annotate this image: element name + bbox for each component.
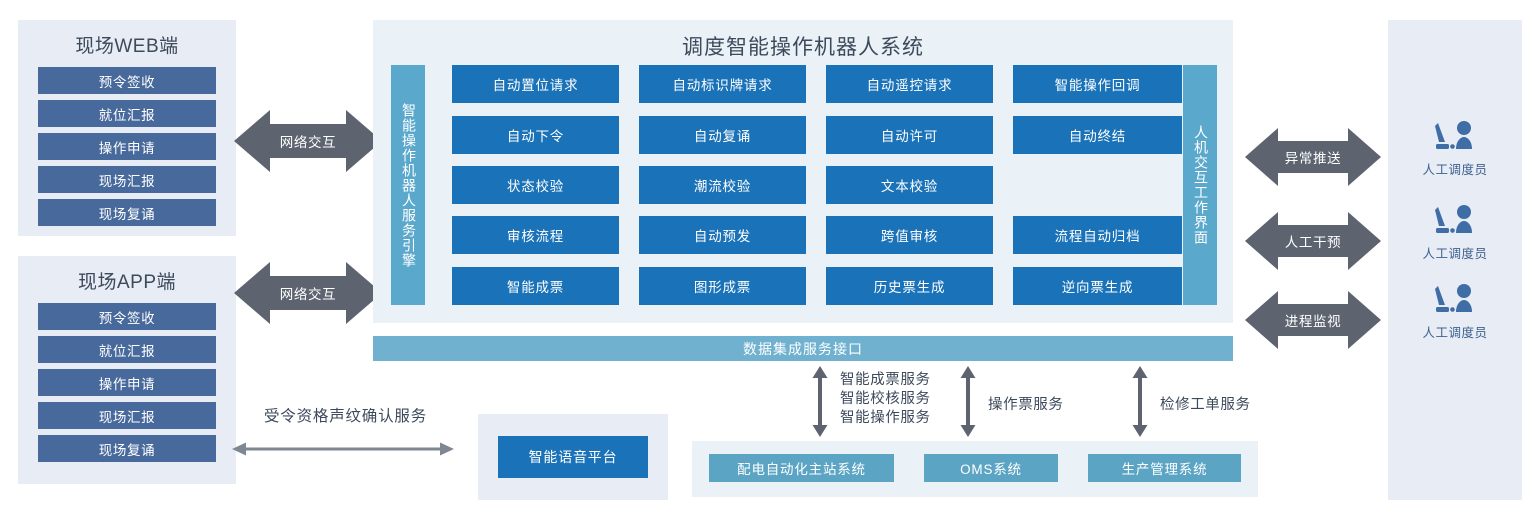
network-interaction-arrow-label: 网络交互 <box>279 287 337 302</box>
capability-row: 自动下令自动复诵自动许可自动终结 <box>452 116 1182 154</box>
client-panel-title: 现场APP端 <box>77 272 177 293</box>
capability-cell[interactable]: 自动置位请求 <box>452 65 619 103</box>
capability-cell[interactable]: 自动复诵 <box>639 116 806 154</box>
network-interaction-arrow-label: 网络交互 <box>279 135 337 150</box>
dispatcher-operator-icon <box>1432 204 1478 241</box>
capability-cell[interactable]: 自动下令 <box>452 116 619 154</box>
capability-cell[interactable]: 图形成票 <box>639 267 806 305</box>
network-interaction-arrow: 网络交互 <box>234 262 382 324</box>
service-link-label: 智能成票服务智能校核服务智能操作服务 <box>840 371 931 428</box>
dispatcher-label: 人工调度员 <box>1422 163 1488 177</box>
client-panel-app: 现场APP端预令签收就位汇报操作申请现场汇报现场复诵 <box>18 256 236 484</box>
client-action-button[interactable]: 操作申请 <box>38 369 216 396</box>
voiceprint-double-arrow <box>232 442 454 456</box>
hmi-interaction-arrow-label: 异常推送 <box>1284 151 1342 166</box>
external-system-box[interactable]: OMS系统 <box>924 454 1058 482</box>
hmi-interaction-arrow: 进程监视 <box>1245 291 1381 349</box>
service-link-line: 智能操作服务 <box>840 409 931 426</box>
service-engine-bar: 智能操作机器人服务引擎 <box>391 65 425 305</box>
dispatcher-label: 人工调度员 <box>1422 247 1488 261</box>
voice-platform-panel: 智能语音平台 <box>478 414 668 500</box>
dispatcher-panel: 人工调度员人工调度员人工调度员 <box>1388 20 1522 500</box>
capability-cell[interactable]: 历史票生成 <box>826 267 993 305</box>
client-action-button[interactable]: 现场汇报 <box>38 402 216 429</box>
capability-row: 智能成票图形成票历史票生成逆向票生成 <box>452 267 1182 305</box>
capability-cell[interactable]: 跨值审核 <box>826 216 993 254</box>
capability-cell[interactable]: 文本校验 <box>826 166 993 204</box>
data-integration-bar: 数据集成服务接口 <box>373 336 1233 361</box>
dispatcher-operator-icon <box>1432 283 1478 320</box>
main-system-panel: 调度智能操作机器人系统 智能操作机器人服务引擎 自动置位请求自动标识牌请求自动遥… <box>373 20 1233 323</box>
external-system-box[interactable]: 配电自动化主站系统 <box>709 454 894 482</box>
capability-cell[interactable]: 智能操作回调 <box>1013 65 1182 103</box>
dispatcher-item: 人工调度员 <box>1388 204 1522 262</box>
client-action-button[interactable]: 就位汇报 <box>38 100 216 127</box>
capability-cell[interactable]: 自动终结 <box>1013 116 1182 154</box>
service-double-arrow <box>1132 366 1148 437</box>
service-link-line: 操作票服务 <box>988 397 1064 413</box>
capability-cell[interactable]: 自动标识牌请求 <box>639 65 806 103</box>
capability-cell[interactable]: 智能成票 <box>452 267 619 305</box>
capability-cell[interactable]: 自动遥控请求 <box>826 65 993 103</box>
service-link-label: 检修工单服务 <box>1160 396 1251 415</box>
capability-cell[interactable]: 流程自动归档 <box>1013 216 1182 254</box>
service-link-line: 检修工单服务 <box>1160 397 1251 413</box>
client-panel-web: 现场WEB端预令签收就位汇报操作申请现场汇报现场复诵 <box>18 20 236 236</box>
client-panel-title: 现场WEB端 <box>75 36 179 57</box>
hmi-workbench-bar: 人机交互工作界面 <box>1183 65 1217 305</box>
hmi-interaction-arrow: 人工干预 <box>1245 212 1381 270</box>
page-title: 调度智能操作机器人系统 <box>682 36 924 59</box>
external-system-box[interactable]: 生产管理系统 <box>1088 454 1241 482</box>
capability-cell[interactable]: 状态校验 <box>452 166 619 204</box>
client-action-button[interactable]: 现场复诵 <box>38 435 216 462</box>
network-interaction-arrow: 网络交互 <box>234 110 382 172</box>
capability-grid: 自动置位请求自动标识牌请求自动遥控请求智能操作回调自动下令自动复诵自动许可自动终… <box>452 65 1182 305</box>
capability-cell[interactable]: 自动许可 <box>826 116 993 154</box>
client-action-button[interactable]: 预令签收 <box>38 303 216 330</box>
voiceprint-service-label: 受令资格声纹确认服务 <box>264 408 428 425</box>
service-double-arrow <box>812 366 828 437</box>
client-action-button[interactable]: 就位汇报 <box>38 336 216 363</box>
service-link-label: 操作票服务 <box>988 396 1064 415</box>
client-action-button[interactable]: 预令签收 <box>38 67 216 94</box>
service-link-line: 智能成票服务 <box>840 372 931 388</box>
capability-row: 审核流程自动预发跨值审核流程自动归档 <box>452 216 1182 254</box>
capability-cell[interactable]: 逆向票生成 <box>1013 267 1182 305</box>
hmi-interaction-arrow-label: 进程监视 <box>1284 314 1342 329</box>
capability-row: 自动置位请求自动标识牌请求自动遥控请求智能操作回调 <box>452 65 1182 103</box>
service-double-arrow <box>960 366 976 437</box>
service-link-line: 智能校核服务 <box>840 390 931 407</box>
dispatcher-item: 人工调度员 <box>1388 120 1522 178</box>
client-action-button[interactable]: 现场复诵 <box>38 199 216 226</box>
capability-row: 状态校验潮流校验文本校验 <box>452 166 1182 204</box>
capability-cell[interactable]: 潮流校验 <box>639 166 806 204</box>
voice-platform-box: 智能语音平台 <box>498 436 648 478</box>
dispatcher-item: 人工调度员 <box>1388 283 1522 341</box>
capability-cell[interactable]: 审核流程 <box>452 216 619 254</box>
client-action-button[interactable]: 现场汇报 <box>38 166 216 193</box>
client-action-button[interactable]: 操作申请 <box>38 133 216 160</box>
dispatcher-label: 人工调度员 <box>1422 326 1488 340</box>
hmi-interaction-arrow: 异常推送 <box>1245 128 1381 186</box>
hmi-interaction-arrow-label: 人工干预 <box>1284 235 1342 250</box>
dispatcher-operator-icon <box>1432 120 1478 157</box>
external-systems-panel: 配电自动化主站系统 OMS系统 生产管理系统 <box>692 441 1258 497</box>
capability-cell[interactable]: 自动预发 <box>639 216 806 254</box>
